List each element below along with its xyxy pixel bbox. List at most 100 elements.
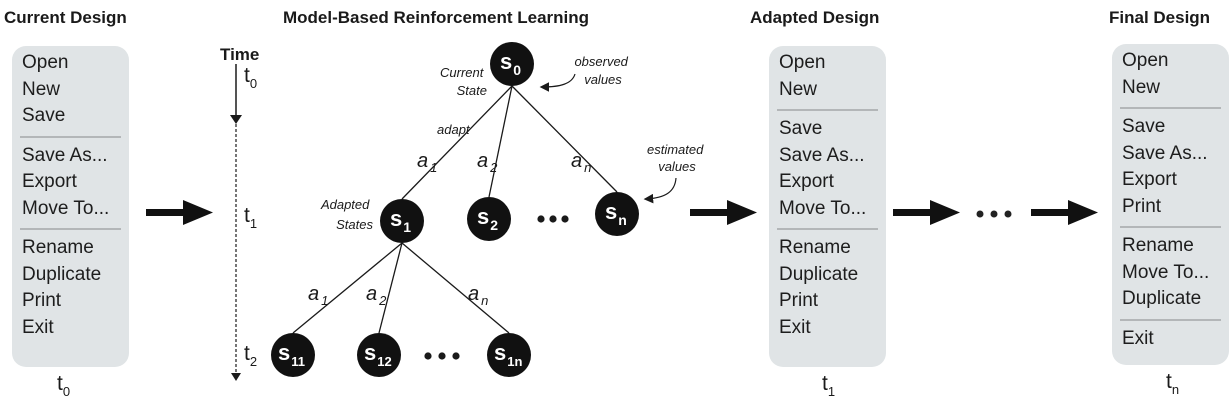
state-node-s11: s11 [271, 333, 315, 377]
menu-separator [20, 135, 121, 138]
state-node-circle [357, 333, 401, 377]
state-node-s2: s2 [467, 197, 511, 241]
menu-item-rename[interactable]: Rename [1122, 235, 1194, 256]
menu-item-rename[interactable]: Rename [22, 237, 94, 258]
state-node-label: s1n [494, 340, 522, 369]
menu-item-exit[interactable]: Exit [779, 316, 811, 338]
menu-item-duplicate[interactable]: Duplicate [779, 263, 859, 285]
state-node-s12: s12 [357, 333, 401, 377]
state-node-label: s2 [477, 204, 498, 233]
title-final-design: Final Design [1109, 8, 1211, 27]
menu-separator [777, 109, 878, 111]
menu-item-save[interactable]: Save [779, 118, 823, 139]
timeline-title: Time [220, 45, 259, 64]
state-node-circle [380, 199, 424, 243]
state-node-label: s11 [278, 340, 305, 369]
flow-arrow-4 [1031, 200, 1098, 225]
menu-item-rename[interactable]: Rename [779, 237, 851, 258]
annotation-current-state: Current State [440, 65, 487, 98]
state-node-circle [490, 42, 534, 86]
time-label-adapted: t1 [822, 372, 836, 399]
state-node-label: s0 [500, 49, 521, 78]
menu-item-open[interactable]: Open [1122, 50, 1169, 71]
timeline-tick-1: t1 [244, 204, 257, 231]
state-node-label: sn [605, 199, 627, 228]
state-node-circle [271, 333, 315, 377]
tree-edge-s0-s2 [488, 85, 513, 198]
tree-edge-s1-s11 [292, 242, 403, 334]
state-node-sn: sn [595, 192, 639, 236]
timeline-arrowhead-2 [231, 373, 241, 381]
title-adapted-design: Adapted Design [750, 8, 880, 27]
title-current-design: Current Design [4, 8, 127, 27]
menu-item-export[interactable]: Export [22, 171, 77, 192]
menu-item-move-to[interactable]: Move To... [779, 197, 867, 219]
menu-item-save-as[interactable]: Save As... [779, 144, 865, 166]
menu-item-export[interactable]: Export [779, 171, 834, 192]
menu-item-duplicate[interactable]: Duplicate [22, 263, 102, 285]
annotation-estimated-values: estimated values [647, 142, 707, 174]
flow-arrow-1 [146, 200, 213, 225]
menu-item-save[interactable]: Save [22, 105, 66, 126]
tree-edge-s1-s1n [401, 242, 510, 334]
state-node-label: s12 [364, 340, 392, 369]
tree-edge-s0-sn [511, 85, 618, 193]
annotation-adapt: adapt [437, 122, 471, 137]
menu-item-move-to[interactable]: Move To... [1122, 261, 1210, 283]
flow-ellipsis [976, 210, 1012, 218]
state-node-circle [487, 333, 531, 377]
tree-ellipsis-level1 [537, 215, 569, 223]
timeline-arrowhead-1 [230, 115, 242, 124]
menu-item-print[interactable]: Print [779, 290, 819, 311]
flow-arrow-3 [893, 200, 960, 225]
annotation-observed-values: observed values [574, 54, 631, 87]
menu-separator [1120, 318, 1221, 321]
timeline-tick-0: t0 [244, 64, 257, 91]
state-node-s1: s1 [380, 199, 424, 243]
menu-item-new[interactable]: New [779, 78, 818, 100]
menu-separator [1120, 226, 1221, 228]
menu-item-open[interactable]: Open [779, 52, 826, 73]
time-label-current: t0 [57, 372, 71, 399]
annotation-adapted-states: Adapted States [320, 197, 374, 232]
state-node-circle [467, 197, 511, 241]
menu-separator [1120, 107, 1221, 109]
menu-item-export[interactable]: Export [1122, 169, 1177, 190]
menu-item-exit[interactable]: Exit [1122, 327, 1154, 349]
menu-item-save-as[interactable]: Save As... [1122, 142, 1208, 164]
menu-item-exit[interactable]: Exit [22, 316, 54, 338]
estimated-values-arrow [643, 177, 677, 204]
menu-item-print[interactable]: Print [22, 290, 62, 311]
state-node-label: s1 [390, 206, 411, 235]
menu-separator [20, 228, 121, 230]
flow-arrow-2 [690, 200, 757, 225]
menu-item-move-to[interactable]: Move To... [22, 197, 110, 219]
state-node-s1n: s1n [487, 333, 531, 377]
menu-item-duplicate[interactable]: Duplicate [1122, 288, 1202, 309]
tree-edge-s1-s12 [378, 242, 403, 334]
menu-item-new[interactable]: New [22, 78, 61, 100]
state-node-circle [595, 192, 639, 236]
menu-item-new[interactable]: New [1122, 76, 1161, 98]
menu-item-save[interactable]: Save [1122, 116, 1166, 137]
state-node-s0: s0 [490, 42, 534, 86]
tree-edge-s0-s1 [401, 85, 513, 200]
observed-values-arrow [539, 73, 576, 92]
title-mbrl: Model-Based Reinforcement Learning [283, 8, 590, 27]
menu-item-save-as[interactable]: Save As... [22, 144, 108, 166]
menu-item-open[interactable]: Open [22, 52, 69, 73]
menu-separator [777, 228, 878, 230]
tree-ellipsis-level2 [424, 352, 460, 360]
menu-item-print[interactable]: Print [1122, 195, 1162, 217]
timeline-tick-2: t2 [244, 342, 257, 369]
